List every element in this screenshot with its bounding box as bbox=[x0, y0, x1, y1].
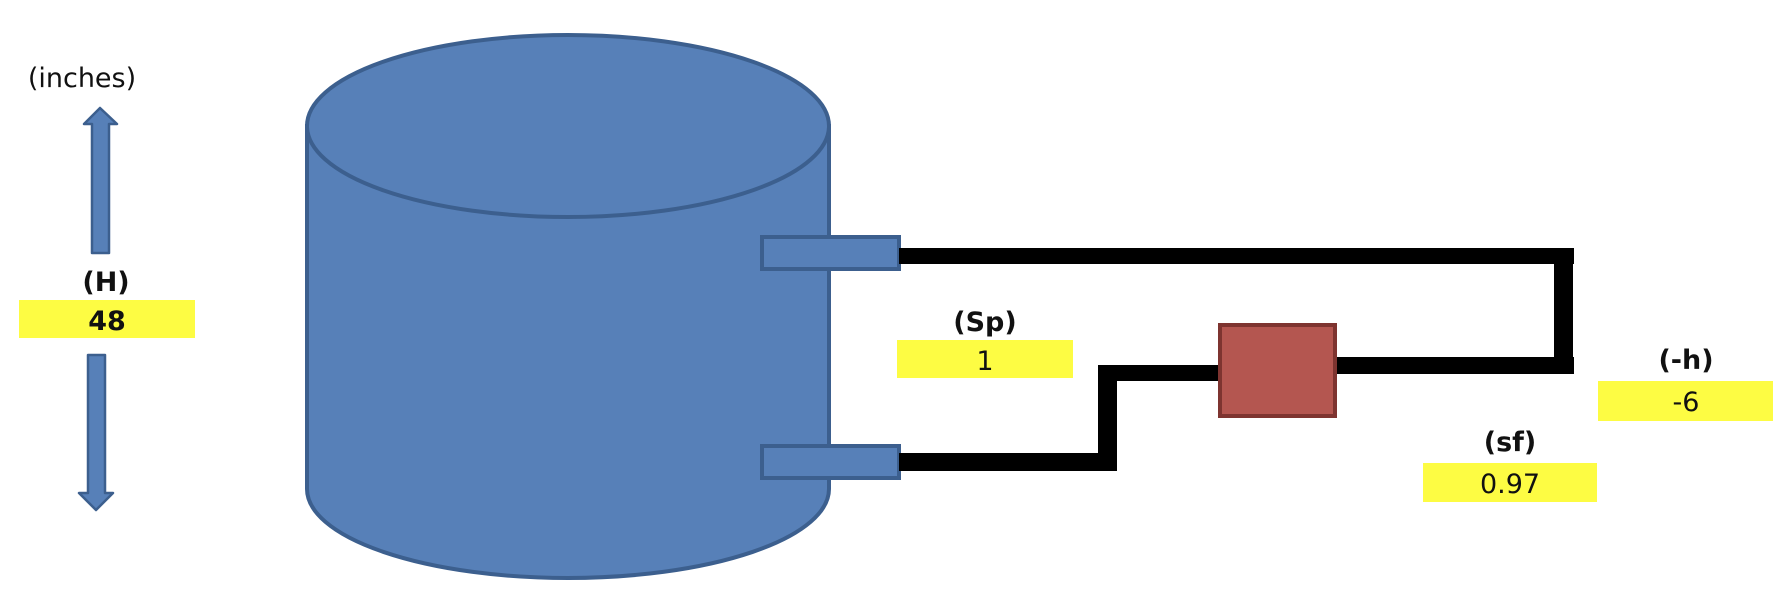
specific-gravity-value-box bbox=[897, 340, 1073, 378]
tank-top bbox=[305, 33, 831, 219]
lower-tap bbox=[760, 444, 901, 480]
seal-fluid-label: (sf) bbox=[1484, 427, 1537, 458]
impulse-lines bbox=[899, 248, 1574, 471]
offset-label: (-h) bbox=[1658, 345, 1713, 376]
seal-fluid-value: 0.97 bbox=[1480, 469, 1540, 500]
specific-gravity-value: 1 bbox=[976, 346, 993, 377]
seal-fluid-value-box bbox=[1423, 463, 1597, 502]
high-line-to-transmitter bbox=[1336, 357, 1574, 374]
low-line-vertical bbox=[1098, 367, 1117, 465]
units-label: (inches) bbox=[28, 63, 136, 94]
high-line-vertical bbox=[1554, 264, 1573, 364]
specific-gravity-label: (Sp) bbox=[953, 307, 1016, 338]
tank bbox=[305, 33, 831, 580]
up-arrow-icon bbox=[82, 106, 119, 255]
low-line-upper bbox=[1098, 365, 1220, 381]
tank-body bbox=[305, 124, 831, 580]
height-label: (H) bbox=[82, 267, 129, 298]
height-value-box bbox=[19, 300, 195, 338]
low-line-horizontal bbox=[899, 453, 1117, 471]
offset-value: -6 bbox=[1673, 387, 1700, 418]
upper-tap bbox=[760, 235, 901, 271]
height-value: 48 bbox=[88, 306, 126, 337]
transmitter bbox=[1218, 323, 1337, 418]
down-arrow-icon bbox=[77, 353, 115, 512]
high-line-horizontal bbox=[899, 248, 1574, 264]
offset-value-box bbox=[1598, 381, 1773, 421]
